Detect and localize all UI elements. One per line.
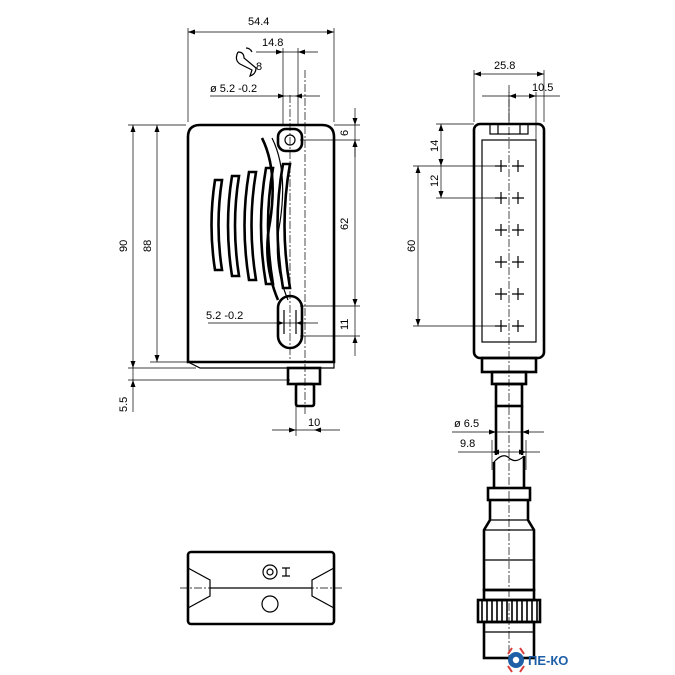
led-crosses xyxy=(495,160,524,332)
dim-side-10-5: 10.5 xyxy=(532,82,553,94)
side-view xyxy=(472,85,546,660)
dim-h-62: 62 xyxy=(339,218,351,230)
dim-hole-bottom: 5.2 -0.2 xyxy=(206,310,243,322)
dim-wrench-size: 8 xyxy=(256,61,262,73)
side-dimensions: 25.8 10.5 14 12 60 ø 6.5 9.8 xyxy=(406,60,560,470)
dim-h-6: 6 xyxy=(339,130,351,136)
dim-total-width: 54.4 xyxy=(248,16,269,28)
dim-h-11: 11 xyxy=(339,319,351,330)
dim-side-60: 60 xyxy=(406,240,418,252)
dim-wrench-pitch: 14.8 xyxy=(262,37,283,49)
dim-side-25-8: 25.8 xyxy=(494,60,515,72)
dim-w-10: 10 xyxy=(308,417,320,429)
dim-side-14: 14 xyxy=(429,140,441,152)
front-dimensions: 54.4 8 14.8 ø 5.2 -0.2 6 62 11 xyxy=(118,16,360,436)
front-view xyxy=(186,70,336,415)
brand-logo: ПЕ-КО xyxy=(507,647,568,673)
dim-h-90: 90 xyxy=(118,240,130,252)
dim-cable-dia: ø 6.5 xyxy=(454,418,479,430)
dim-hole-top: ø 5.2 -0.2 xyxy=(210,83,257,95)
dim-h-5-5: 5.5 xyxy=(118,397,130,412)
dim-side-12: 12 xyxy=(429,175,441,187)
logo-text: ПЕ-КО xyxy=(528,653,568,668)
cable-connector xyxy=(476,406,542,660)
bottom-view xyxy=(180,550,342,626)
dim-h-88: 88 xyxy=(142,240,154,252)
dim-connector-9-8: 9.8 xyxy=(460,438,475,450)
wrench-icon xyxy=(235,47,257,77)
